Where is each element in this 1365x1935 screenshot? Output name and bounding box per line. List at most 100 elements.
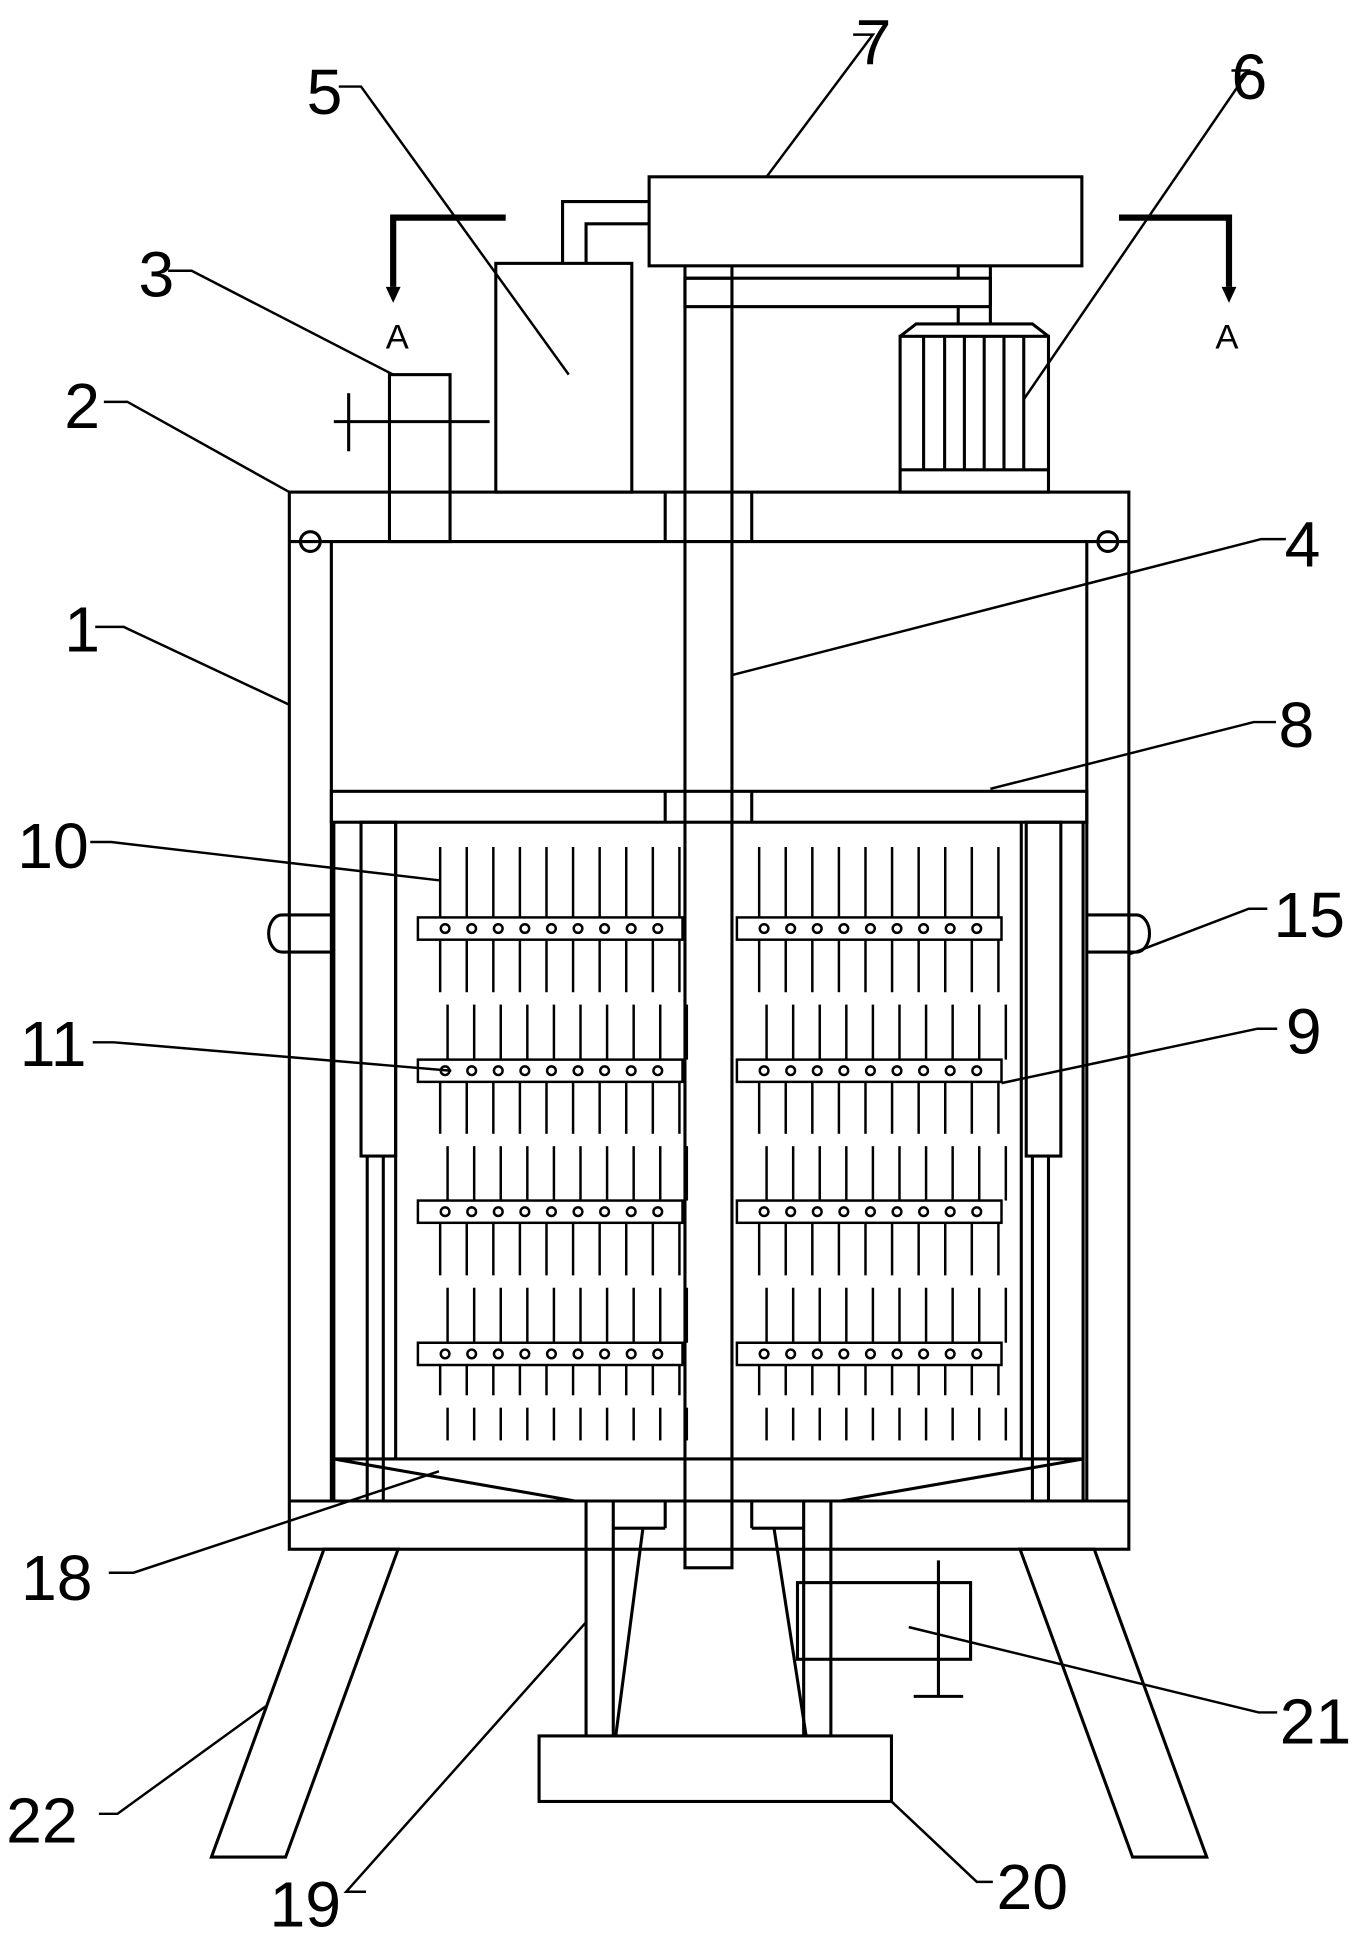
- rack-hole: [572, 1348, 584, 1360]
- rack-hole: [439, 1065, 451, 1077]
- rack-hole: [918, 1348, 930, 1360]
- rack-hole: [838, 1065, 850, 1077]
- rack-hole: [891, 1206, 903, 1218]
- rack-hole: [466, 922, 478, 935]
- discharge-pipes: [584, 1501, 833, 1737]
- rack-bar-right-2: [735, 1058, 1003, 1084]
- right-cylinder: [1024, 820, 1063, 1502]
- left-hinge: [298, 530, 322, 553]
- drain-valve: [795, 1560, 973, 1698]
- rack-hole: [599, 1206, 611, 1218]
- label-1: 1: [64, 594, 100, 666]
- rack-hole: [652, 1348, 664, 1360]
- rack-hole: [572, 1206, 584, 1218]
- basket-racks: [416, 846, 1008, 1441]
- section-letter-left: A: [386, 319, 410, 357]
- water-tank: [494, 261, 634, 494]
- top-transmission: [561, 175, 1084, 324]
- inlet-valve: [333, 373, 490, 544]
- rack-hole: [971, 1348, 983, 1360]
- label-9: 9: [1286, 995, 1322, 1067]
- rack-hole: [811, 922, 823, 935]
- label-20: 20: [997, 1851, 1069, 1923]
- rack-hole: [864, 1206, 876, 1218]
- rack-bar-right-1: [735, 916, 1003, 941]
- rack-hole: [944, 922, 956, 935]
- label-21: 21: [1280, 1685, 1352, 1757]
- rack-bar-left-1: [416, 916, 684, 941]
- rack-hole: [599, 1065, 611, 1077]
- rack-hole: [891, 1065, 903, 1077]
- rack-hole: [545, 1206, 558, 1218]
- label-11: 11: [20, 1008, 87, 1080]
- label-22: 22: [6, 1784, 78, 1856]
- rack-hole: [519, 922, 531, 935]
- rack-hole: [864, 1348, 876, 1360]
- rack-hole: [652, 1065, 664, 1077]
- outer-frame: [287, 490, 1131, 1551]
- rack-hole: [492, 1206, 504, 1218]
- rack-hole: [838, 922, 850, 935]
- rack-bar-right-4: [735, 1341, 1003, 1367]
- rack-hole: [492, 1348, 504, 1360]
- rack-hole: [944, 1206, 956, 1218]
- section-cut-marks: [390, 214, 1233, 287]
- label-5: 5: [307, 56, 343, 128]
- rack-hole: [572, 1065, 584, 1077]
- support-legs: [209, 1547, 1209, 1859]
- rack-hole: [758, 1206, 770, 1218]
- label-7: 7: [856, 6, 892, 78]
- label-18: 18: [21, 1542, 93, 1614]
- collection-tray: [537, 1734, 893, 1804]
- rack-hole: [625, 1206, 637, 1218]
- funnel-bottom: [333, 1457, 1084, 1530]
- label-19: 19: [270, 1868, 342, 1935]
- rack-hole: [864, 1065, 876, 1077]
- rack-hole: [891, 1348, 903, 1360]
- rack-hole: [918, 1065, 930, 1077]
- rack-hole: [758, 1065, 770, 1077]
- rack-hole: [971, 1206, 983, 1218]
- rack-hole: [891, 922, 903, 935]
- rack-hole: [466, 1206, 478, 1218]
- label-6: 6: [1231, 41, 1267, 113]
- rack-hole: [971, 1065, 983, 1077]
- rack-hole: [918, 1206, 930, 1218]
- rack-bar-left-4: [416, 1341, 684, 1367]
- rack-hole: [599, 1348, 611, 1360]
- rack-hole: [492, 922, 504, 935]
- rack-hole: [599, 922, 611, 935]
- rack-bar-right-3: [735, 1199, 1003, 1225]
- rack-hole: [758, 1348, 770, 1360]
- rack-hole: [652, 922, 664, 935]
- partition-plate: [329, 492, 1089, 824]
- rack-hole: [971, 922, 983, 935]
- label-15: 15: [1274, 879, 1346, 951]
- rack-hole: [625, 1348, 637, 1360]
- left-cylinder: [359, 820, 398, 1502]
- rack-hole: [625, 922, 637, 935]
- label-4: 4: [1285, 508, 1321, 580]
- rack-hole: [785, 1206, 797, 1218]
- leader-lines: [90, 33, 1286, 1893]
- label-3: 3: [138, 239, 174, 311]
- rack-hole: [545, 1348, 558, 1360]
- rack-hole: [785, 1065, 797, 1077]
- rack-hole: [864, 922, 876, 935]
- rack-hole: [785, 922, 797, 935]
- rack-hole: [439, 1348, 451, 1360]
- central-shaft: [683, 276, 734, 1570]
- motor: [898, 322, 1051, 494]
- rack-hole: [466, 1065, 478, 1077]
- rack-hole: [944, 1065, 956, 1077]
- rack-bar-left-2: [416, 1058, 684, 1084]
- rack-hole: [492, 1065, 504, 1077]
- rack-bar-left-3: [416, 1199, 684, 1225]
- rack-hole: [811, 1348, 823, 1360]
- rack-hole: [838, 1348, 850, 1360]
- section-letter-right: A: [1215, 319, 1239, 357]
- rack-hole: [944, 1348, 956, 1360]
- rack-hole: [519, 1065, 531, 1077]
- rack-hole: [811, 1065, 823, 1077]
- side-handles: [267, 913, 1151, 954]
